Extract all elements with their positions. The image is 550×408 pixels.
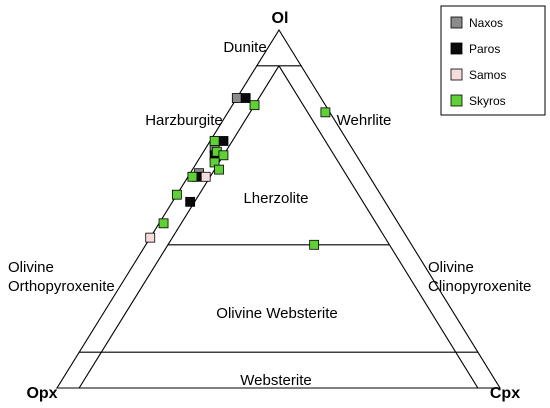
legend-swatch-naxos <box>450 16 463 29</box>
field-boundaries <box>56 28 501 389</box>
point-skyros-6 <box>187 171 198 182</box>
apex-label-cpx: Cpx <box>490 385 520 402</box>
point-naxos-0 <box>231 93 242 103</box>
point-paros-1 <box>218 136 229 146</box>
point-skyros-1 <box>209 136 220 146</box>
point-samos-0 <box>200 171 211 182</box>
legend-swatch-samos <box>450 68 463 81</box>
apex-label-opx: Opx <box>26 385 57 402</box>
point-skyros-10 <box>320 107 331 118</box>
point-skyros-7 <box>171 189 182 200</box>
field-label-dunite: Dunite <box>223 39 266 56</box>
point-skyros-3 <box>218 150 229 161</box>
point-skyros-9 <box>309 239 320 250</box>
field-label-olivine-orthopyroxenite-1: Olivine <box>8 259 54 276</box>
lherzolite-wehrlite-boundary <box>278 65 479 389</box>
apex-label-ol: Ol <box>272 10 289 27</box>
field-label-wehrlite: Wehrlite <box>337 112 392 129</box>
field-label-lherzolite: Lherzolite <box>243 190 308 207</box>
legend-swatch-skyros <box>450 94 463 107</box>
legend-label-skyros: Skyros <box>469 94 506 108</box>
field-label-olivine-websterite: Olivine Websterite <box>216 305 337 322</box>
triangle-outline <box>56 28 501 389</box>
field-label-websterite: Websterite <box>240 372 311 389</box>
point-skyros-5 <box>214 164 224 175</box>
legend-swatch-paros <box>450 42 463 55</box>
field-label-olivine-orthopyroxenite-2: Orthopyroxenite <box>8 278 115 295</box>
legend-label-samos: Samos <box>469 68 506 82</box>
field-label-olivine-clinopyroxenite-1: Olivine <box>428 259 474 276</box>
point-skyros-8 <box>158 218 169 229</box>
point-paros-0 <box>240 93 251 103</box>
legend-label-naxos: Naxos <box>469 16 503 30</box>
point-samos-1 <box>145 232 156 243</box>
harzburgite-lherzolite-boundary <box>78 65 280 389</box>
data-points <box>145 93 331 250</box>
legend-label-paros: Paros <box>469 42 500 56</box>
point-paros-4 <box>185 196 196 207</box>
point-skyros-0 <box>249 100 260 111</box>
legend: Naxos Paros Samos Skyros <box>440 5 546 116</box>
field-label-olivine-clinopyroxenite-2: Clinopyroxenite <box>428 278 531 295</box>
field-label-harzburgite: Harzburgite <box>145 112 223 129</box>
